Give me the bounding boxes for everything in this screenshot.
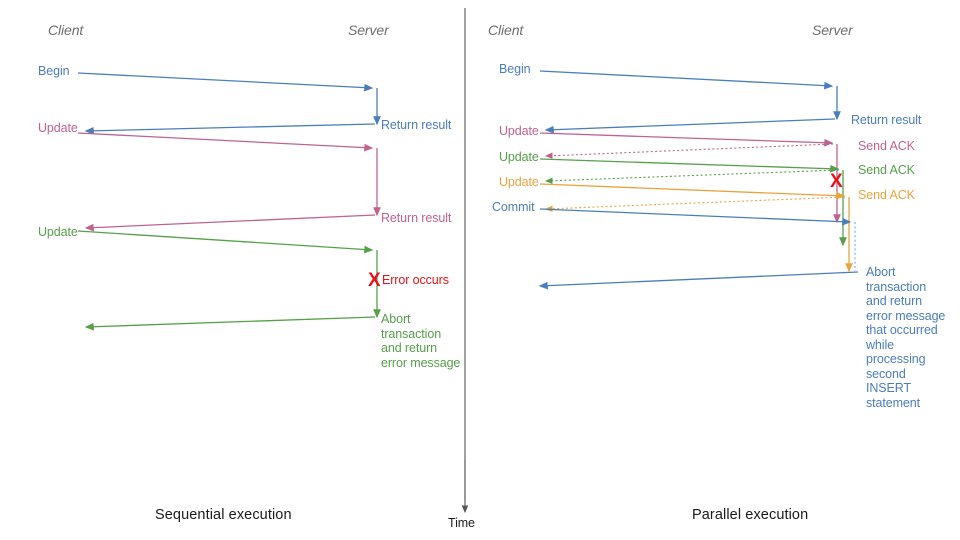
arrow-update-2-request bbox=[77, 230, 374, 254]
arrow-begin-request bbox=[77, 72, 374, 92]
arrow-send-ack-2 bbox=[544, 169, 840, 185]
sequential-panel-caption: Sequential execution bbox=[155, 507, 292, 523]
arrow-update-1-request bbox=[539, 132, 834, 147]
parallel-panel-caption: Parallel execution bbox=[692, 507, 809, 523]
sequential-server-label-abort-message: Abort transaction and return error messa… bbox=[381, 312, 461, 370]
parallel-server-label-send-ack-1: Send ACK bbox=[858, 139, 915, 153]
parallel-server-label-return-result: Return result bbox=[851, 113, 922, 127]
parallel-server-actor-label: Server bbox=[812, 22, 853, 38]
parallel-server-label-send-ack-2: Send ACK bbox=[858, 163, 915, 177]
sequential-flow bbox=[77, 72, 381, 331]
arrow-update-3-request bbox=[539, 183, 846, 200]
arrow-return-result bbox=[544, 118, 836, 134]
arrow-return-result-2 bbox=[84, 214, 376, 232]
arrow-update-2-request bbox=[539, 158, 840, 173]
arrow-return-result-1 bbox=[84, 123, 376, 135]
parallel-server-label-abort-message: Abort transaction and return error messa… bbox=[866, 265, 946, 410]
parallel-error-x-marker: X bbox=[830, 171, 843, 192]
sequential-server-label-return-result-1: Return result bbox=[381, 118, 452, 132]
arrow-begin-request bbox=[539, 70, 834, 90]
sequential-error-x-marker: X bbox=[368, 270, 381, 291]
arrow-abort-return-sequential bbox=[84, 316, 376, 331]
arrow-send-ack-3 bbox=[544, 196, 846, 213]
parallel-client-label-update-3: Update bbox=[499, 175, 539, 189]
parallel-client-label-begin: Begin bbox=[499, 62, 531, 76]
sequential-client-label-update-1: Update bbox=[38, 121, 78, 135]
arrow-send-ack-1 bbox=[544, 143, 834, 160]
parallel-client-label-update-2: Update bbox=[499, 150, 539, 164]
arrow-commit-request bbox=[539, 208, 852, 226]
arrow-abort-return-parallel bbox=[538, 271, 859, 290]
sequential-client-label-begin: Begin bbox=[38, 64, 70, 78]
sequential-server-actor-label: Server bbox=[348, 22, 389, 38]
arrow-update-1-request bbox=[77, 132, 374, 152]
parallel-flow bbox=[538, 70, 859, 290]
sequential-client-label-update-2: Update bbox=[38, 225, 78, 239]
parallel-client-label-commit: Commit bbox=[492, 200, 535, 214]
sequential-server-label-error-occurs: Error occurs bbox=[382, 273, 449, 287]
time-axis-label: Time bbox=[448, 516, 475, 530]
parallel-client-actor-label: Client bbox=[488, 22, 524, 38]
parallel-server-label-send-ack-3: Send ACK bbox=[858, 188, 915, 202]
sequential-server-label-return-result-2: Return result bbox=[381, 211, 452, 225]
parallel-client-label-update-1: Update bbox=[499, 124, 539, 138]
sequential-client-actor-label: Client bbox=[48, 22, 84, 38]
